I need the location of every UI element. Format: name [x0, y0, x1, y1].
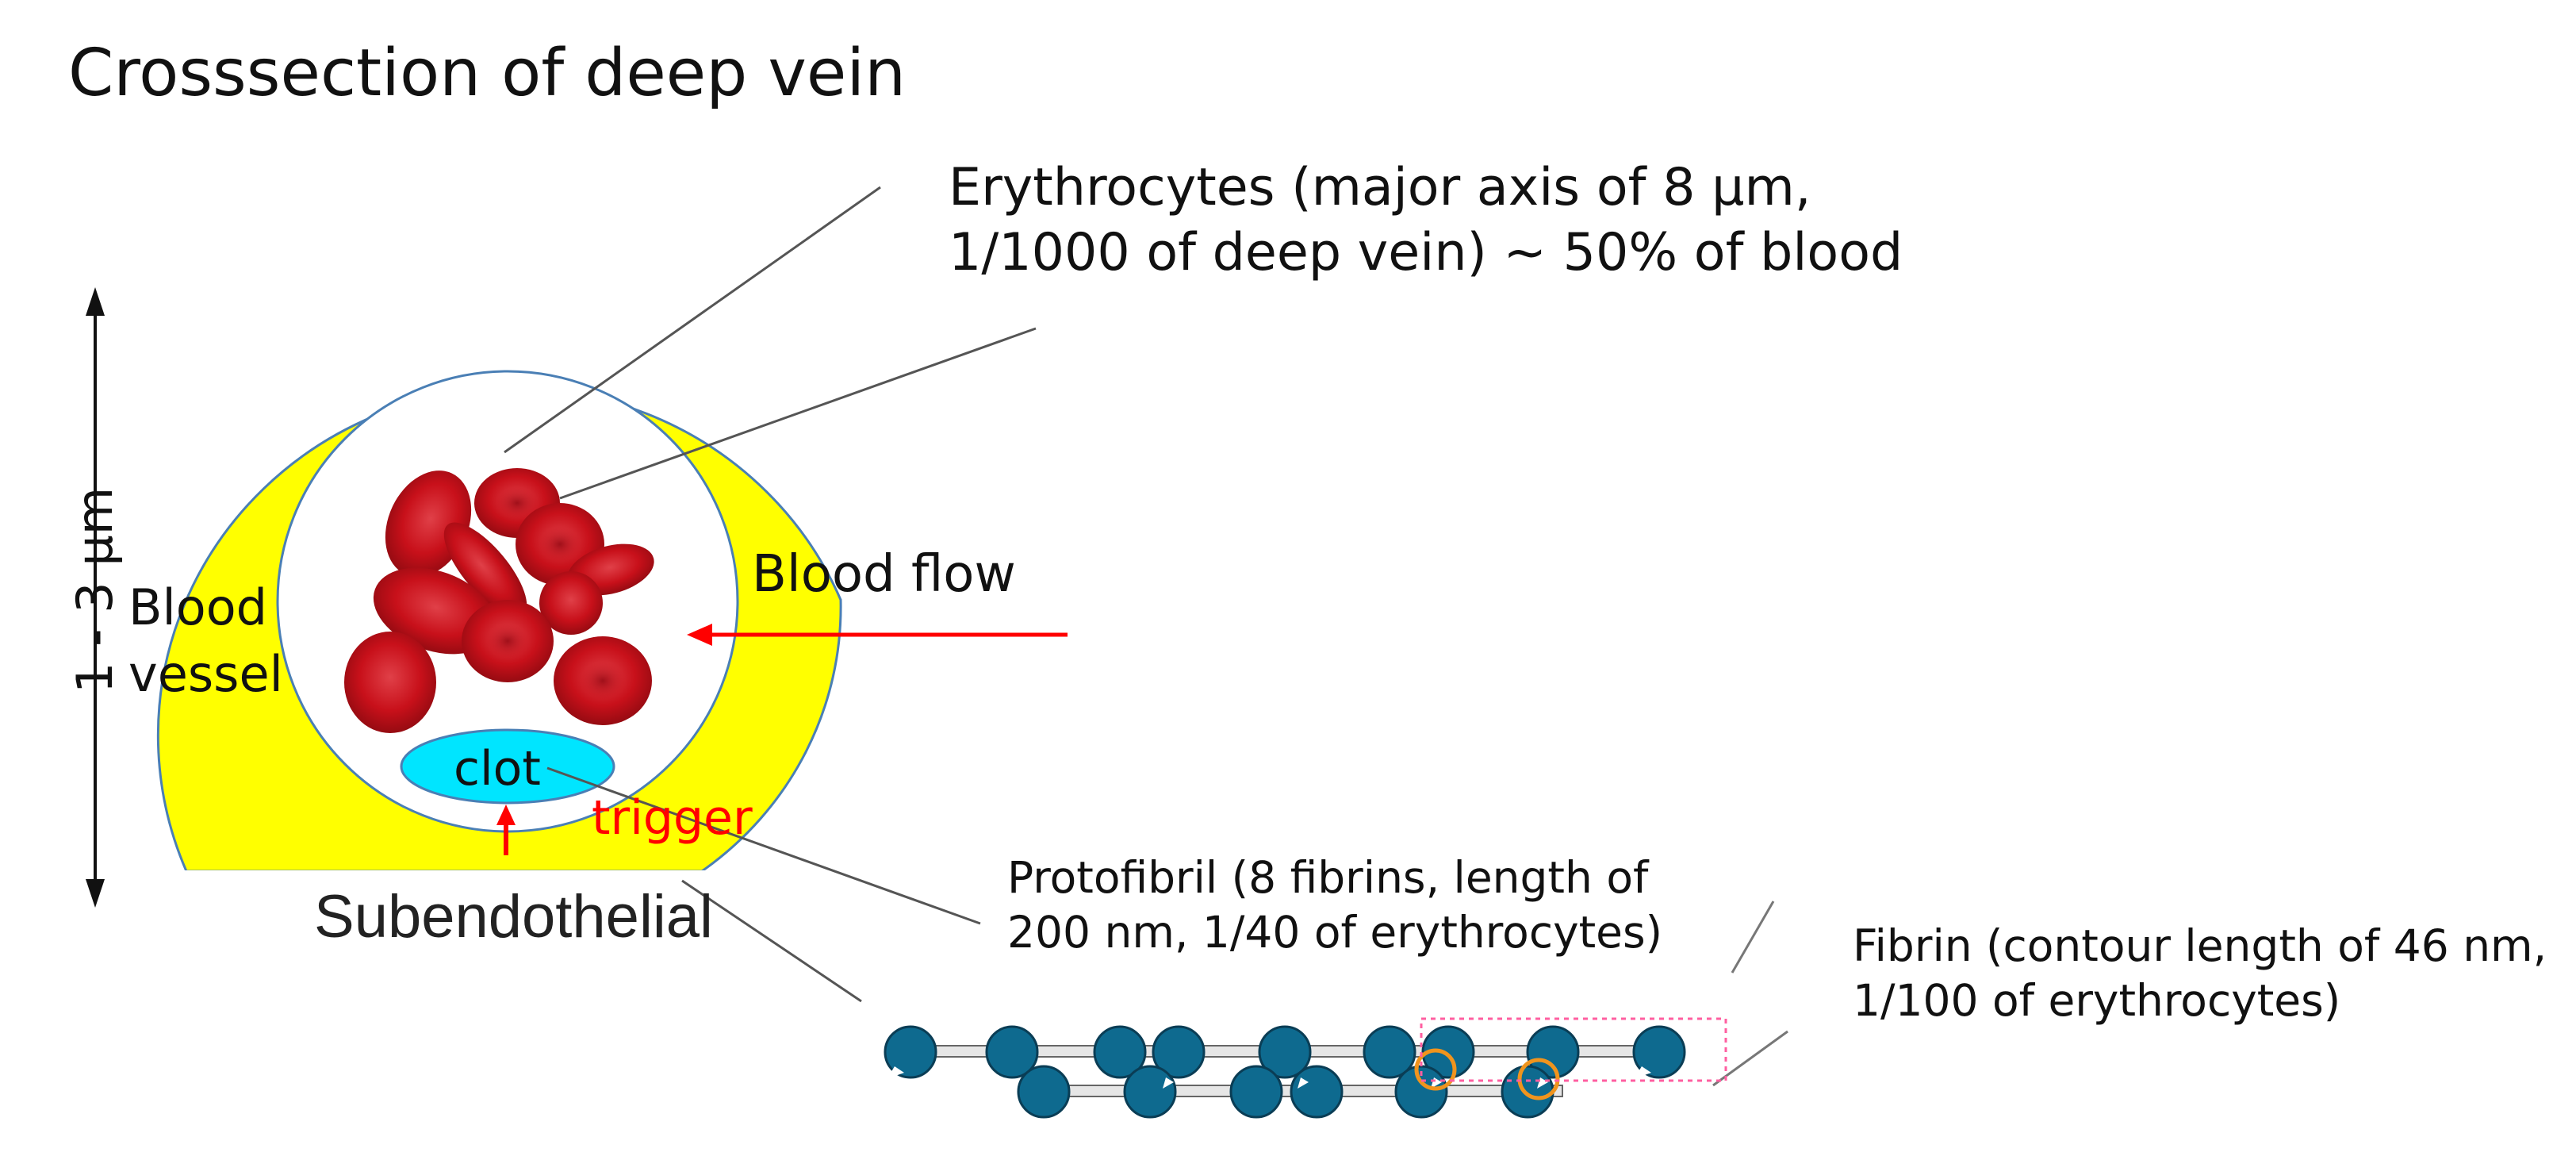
blood-vessel-label: Blood vessel	[128, 574, 303, 709]
blood-flow-arrow	[687, 624, 1068, 646]
vessel-dimension-label: 1 - 3 μm	[65, 486, 124, 694]
protofibril-chain	[884, 1017, 1727, 1119]
erythrocyte-leader-lines	[504, 186, 1037, 500]
protofibril-label-line1: Protofibril (8 fibrins, length of	[1007, 852, 1649, 903]
erythrocyte	[539, 571, 603, 635]
erythrocytes-label-line1: Erythrocytes (major axis of 8 μm,	[949, 158, 1811, 217]
trigger-label: trigger	[592, 790, 753, 846]
subendothelial-label: Subendothelial	[314, 883, 713, 951]
highlight-ring	[1517, 1058, 1560, 1100]
clot-shape	[400, 728, 615, 805]
dimension-arrow	[86, 287, 105, 908]
protofibril-label-line2: 200 nm, 1/40 of erythrocytes)	[1007, 907, 1663, 958]
protofibril-label: Protofibril (8 fibrins, length of 200 nm…	[1007, 851, 1662, 961]
fibrin-label-line2: 1/100 of erythrocytes)	[1853, 975, 2341, 1027]
erythrocytes-label-line2: 1/1000 of deep vein) ~ 50% of blood	[949, 222, 1903, 282]
fibrin-label: Fibrin (contour length of 46 nm, 1/100 o…	[1853, 919, 2547, 1029]
erythrocyte	[344, 632, 436, 733]
fibrin-highlight-box	[1420, 1017, 1727, 1082]
erythrocyte-cluster	[344, 468, 654, 733]
fibrin-bead	[884, 1025, 1686, 1079]
clot-label: clot	[454, 741, 541, 797]
erythrocytes-label: Erythrocytes (major axis of 8 μm, 1/1000…	[949, 156, 1903, 286]
erythrocyte	[443, 522, 527, 617]
page-title: Crosssection of deep vein	[68, 36, 907, 111]
fibrin-bead	[1017, 1065, 1554, 1119]
highlight-ring	[1414, 1048, 1457, 1091]
blood-flow-label: Blood flow	[752, 545, 1016, 604]
fibrin-label-line1: Fibrin (contour length of 46 nm,	[1853, 920, 2547, 971]
blood-vessel-label-line1: Blood	[128, 578, 267, 636]
trigger-arrow	[496, 805, 516, 855]
protofibril-leader-lines	[546, 766, 981, 1003]
blood-vessel-label-line2: vessel	[128, 645, 283, 704]
fibrin-leader-lines	[1712, 901, 1788, 1087]
